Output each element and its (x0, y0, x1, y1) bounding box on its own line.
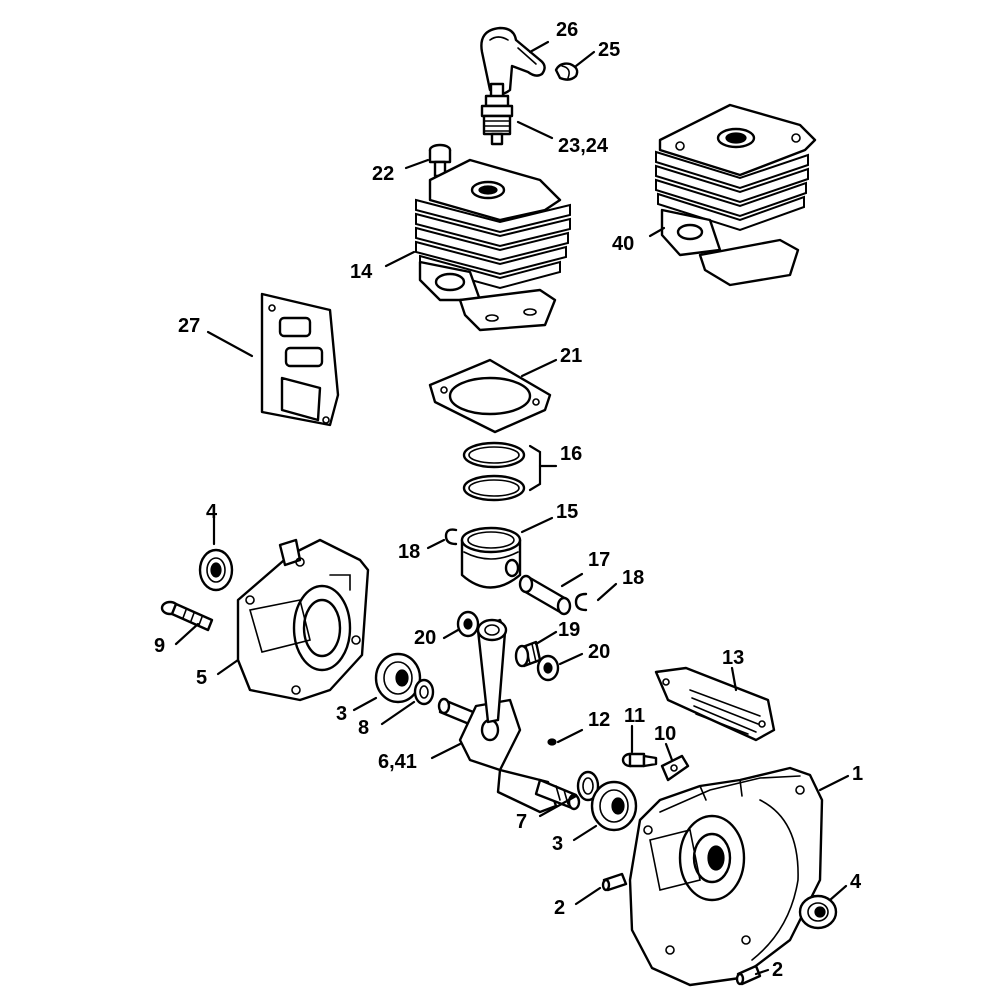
callout-labels: 26 25 23,24 22 40 14 27 21 16 15 4 18 17… (154, 19, 863, 981)
piston-pin (518, 574, 572, 616)
intake-gasket (260, 292, 340, 427)
circlip-left (444, 528, 458, 546)
spark-plug (480, 82, 514, 146)
callout-15: 15 (556, 501, 578, 523)
callout-9: 9 (154, 635, 165, 657)
cylinder-base-gasket (428, 358, 552, 434)
callout-22: 22 (372, 163, 394, 185)
washer-left (413, 678, 435, 706)
callout-13: 13 (722, 647, 744, 669)
ball-bearing-right (590, 780, 638, 832)
dowel-pin-left (601, 872, 628, 892)
callout-1: 1 (852, 763, 863, 785)
oil-seal-right (798, 894, 838, 930)
callout-10: 10 (654, 723, 676, 745)
baffle-plate (654, 666, 776, 742)
callout-25: 25 (598, 39, 620, 61)
callout-40: 40 (612, 233, 634, 255)
callout-3-right: 3 (552, 833, 563, 855)
callout-8: 8 (358, 717, 369, 739)
callout-23-24: 23,24 (558, 135, 609, 157)
retaining-bracket (660, 754, 690, 782)
crankcase-left (236, 538, 370, 702)
callout-21: 21 (560, 345, 582, 367)
crankshaft (437, 618, 581, 814)
callout-11: 11 (624, 705, 645, 727)
callout-16: 16 (560, 443, 582, 465)
callout-26: 26 (556, 19, 578, 41)
oil-seal-left (198, 548, 234, 592)
cylinder-alternate (655, 103, 817, 287)
thrust-washer-left (456, 610, 480, 638)
crankcase-right (628, 766, 824, 987)
callout-20-right: 20 (588, 641, 610, 663)
cylinder-screw (428, 143, 452, 178)
callout-12: 12 (588, 709, 610, 731)
callout-2-bottom: 2 (772, 959, 783, 981)
callout-4-left: 4 (206, 501, 218, 523)
callout-17: 17 (588, 549, 610, 571)
callout-19: 19 (558, 619, 580, 641)
piston (460, 526, 522, 589)
callout-6-41: 6,41 (378, 751, 417, 773)
spring-clip (554, 62, 579, 81)
callout-20-left: 20 (414, 627, 436, 649)
callout-27: 27 (178, 315, 200, 337)
crankcase-screw (160, 600, 214, 632)
callout-14: 14 (350, 261, 373, 283)
leader-lines (174, 40, 850, 976)
callout-18-right: 18 (622, 567, 644, 589)
bracket-screw (621, 752, 658, 768)
circlip-right (574, 592, 588, 612)
cylinder (415, 158, 571, 332)
needle-cage (514, 640, 542, 668)
callout-18-left: 18 (398, 541, 420, 563)
callout-7: 7 (516, 811, 527, 833)
woodruff-key (547, 738, 557, 746)
thrust-washer-right (536, 654, 560, 682)
dowel-pin-bottom (735, 964, 762, 986)
callout-5: 5 (196, 667, 207, 689)
ball-bearing-left (374, 652, 422, 704)
spark-plug-boot (480, 26, 546, 96)
callout-3-left: 3 (336, 703, 347, 725)
piston-rings (462, 441, 526, 502)
callout-2-left: 2 (554, 897, 565, 919)
washer-right (576, 770, 600, 802)
callout-4-right: 4 (850, 871, 862, 893)
